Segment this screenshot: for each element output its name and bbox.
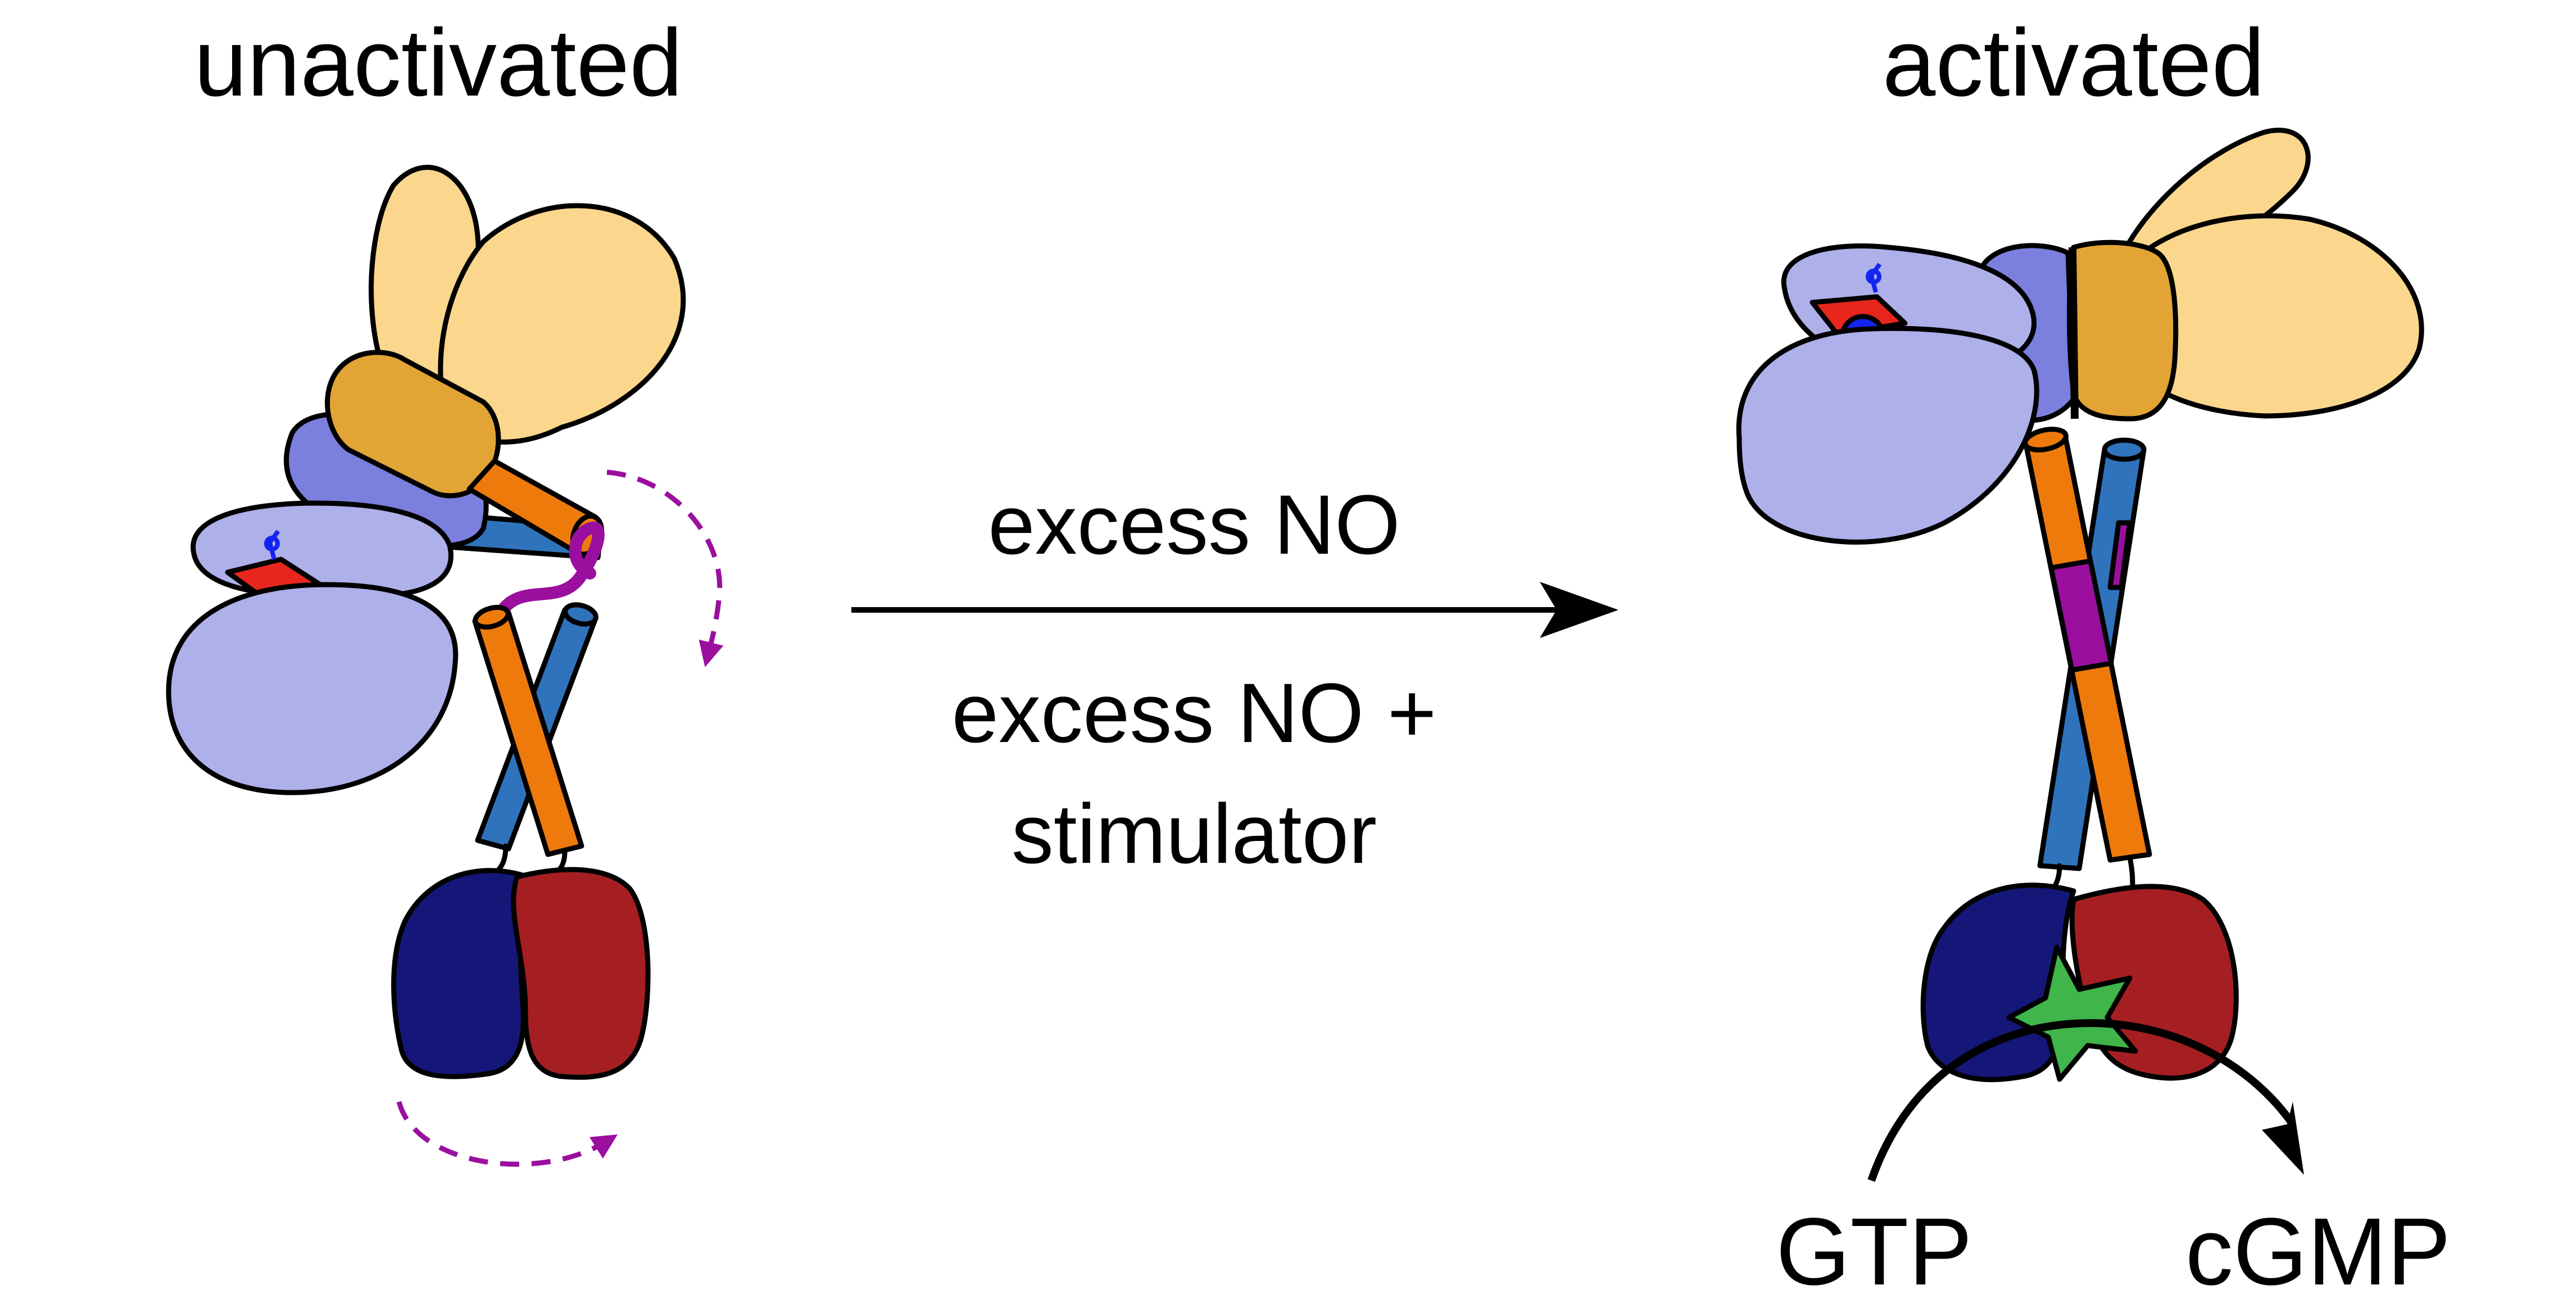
pas-lobe-front: [438, 203, 686, 445]
catalytic-red-unactivated: [511, 867, 651, 1080]
catalytic-navy-unactivated: [391, 868, 531, 1079]
pas-divider: [2069, 247, 2079, 419]
condition-stimulator: stimulator: [1012, 786, 1377, 881]
histidine-ligand-activated: [1866, 263, 1882, 293]
activated-complex: [1736, 128, 2424, 1182]
title-unactivated: unactivated: [194, 10, 683, 116]
condition-excess-no: excess NO: [988, 477, 1400, 572]
helix-blue-magenta-segment: [2107, 520, 2133, 590]
label-gtp: GTP: [1776, 1198, 1972, 1305]
reaction-arrowhead[interactable]: [1540, 582, 1618, 638]
condition-excess-no-plus: excess NO +: [952, 666, 1437, 760]
pas-tan-activated: [2067, 239, 2179, 422]
rotation-arrow-upper: [606, 469, 724, 667]
connector-activated-right: [2127, 854, 2135, 891]
histidine-ligand: [264, 530, 280, 560]
rotation-arrow-lower: [396, 1101, 618, 1167]
catalysis-arrowhead: [2262, 1102, 2304, 1175]
active-site-star: [2006, 944, 2138, 1082]
hnox-light-lower: [166, 582, 459, 795]
hnox-light-lower-activated: [1736, 325, 2039, 545]
catalysis-arc: [1867, 1019, 2296, 1182]
title-activated: activated: [1883, 10, 2265, 116]
label-cgmp: cGMP: [2185, 1198, 2451, 1305]
linker-magenta: [491, 522, 605, 625]
unactivated-complex: [166, 165, 724, 1167]
helix-orange-magenta-segment: [2048, 558, 2114, 673]
